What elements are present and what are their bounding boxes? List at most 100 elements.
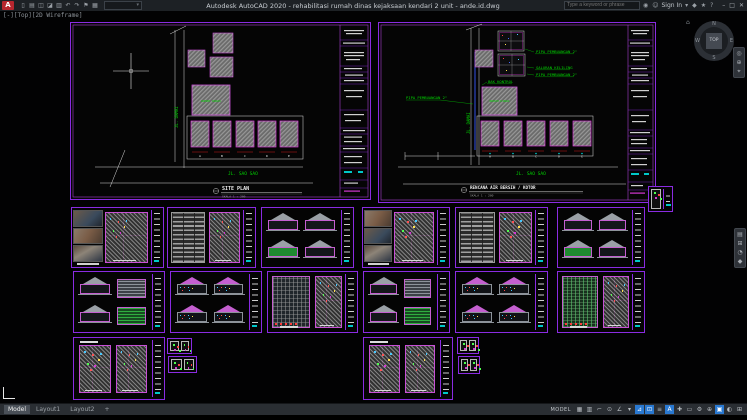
sheet-rencana-atap-unit1[interactable] [267, 271, 358, 333]
undo-button[interactable]: ↶ [65, 2, 71, 9]
app-store-icon[interactable]: ★ [700, 2, 707, 9]
drawing-canvas[interactable]: RUMAH DINAS A B C D E [0, 11, 747, 403]
street-label-vertical: JL. DAMAI [174, 106, 179, 128]
viewcube-top-face[interactable]: TOP [706, 33, 722, 49]
autoscale-toggle[interactable]: ✚ [676, 406, 683, 413]
title-block [627, 25, 653, 200]
object-snap-toggle[interactable]: ⊿ [635, 405, 644, 414]
sheet-detail-kecil[interactable] [457, 337, 479, 354]
units-button[interactable]: ▣ [715, 405, 724, 414]
ortho-toggle[interactable]: ⌐ [596, 406, 603, 413]
compass-north[interactable]: N [712, 21, 716, 27]
tab-model[interactable]: Model [4, 405, 31, 414]
flag-icon[interactable]: ⚑ [83, 2, 89, 9]
sheet-legend[interactable] [648, 186, 673, 212]
svg-text:C: C [244, 154, 246, 158]
annotation-visibility-toggle[interactable]: A [665, 405, 674, 414]
tab-layout1[interactable]: Layout1 [36, 406, 61, 413]
close-button[interactable]: ✕ [738, 2, 744, 9]
orbit-icon[interactable]: ◔ [737, 249, 743, 256]
signin-dropdown-icon[interactable]: ▾ [685, 2, 689, 9]
viewport-controls[interactable]: [-][Top][2D Wireframe] [3, 12, 83, 19]
sheet-denah-ganda-unit1[interactable] [73, 337, 165, 400]
unit-row[interactable]: A B C D E [476, 115, 594, 159]
workspace-dropdown[interactable]: ▾ [104, 1, 142, 10]
clean-screen-button[interactable]: ⊞ [736, 406, 743, 413]
sheet-detail-kecil[interactable] [458, 356, 480, 374]
zoom-icon[interactable]: ⌖ [737, 68, 741, 75]
sign-in-button[interactable]: Sign In [661, 2, 683, 9]
plot-button[interactable]: ▥ [56, 2, 62, 9]
grid-toggle[interactable]: ▦ [576, 406, 583, 413]
annotation-monitor-toggle[interactable]: ⊕ [706, 406, 713, 413]
isometric-drafting-toggle[interactable]: ∠ [616, 406, 623, 413]
sheet-jadwal-denah-unit1[interactable] [167, 207, 256, 268]
layers-icon[interactable]: ▦ [92, 2, 98, 9]
pan-icon[interactable]: ⊕ [736, 59, 742, 66]
snap-mode-toggle[interactable]: ▥ [586, 406, 593, 413]
sheet-dokumentasi-unit2[interactable] [362, 207, 450, 268]
building-label: RUMAH DINAS [201, 99, 221, 103]
sheet-site-plan[interactable]: RUMAH DINAS A B C D E [70, 22, 371, 200]
sheet-tampak-atap-unit2[interactable] [363, 271, 450, 333]
compass-east[interactable]: E [729, 38, 733, 44]
lineweight-toggle[interactable]: ≡ [656, 406, 663, 413]
annotation-scale-button[interactable]: ▭ [686, 406, 693, 413]
unit-row[interactable]: A B C D E [186, 115, 304, 160]
object-snap-tracking-toggle[interactable]: ▾ [627, 406, 631, 413]
title-strip [249, 274, 259, 330]
sheet-dokumentasi-unit1[interactable] [71, 207, 164, 268]
detail-drawing [183, 359, 194, 370]
new-layout-button[interactable]: + [104, 406, 110, 413]
save-button[interactable]: ◫ [38, 2, 44, 9]
help-icon[interactable]: ? [710, 2, 714, 9]
sheet-rencana-atap-unit2[interactable] [557, 271, 645, 333]
roof-shape [82, 277, 107, 284]
title-strip [632, 210, 642, 265]
workspace-switching-button[interactable]: ⚙ [696, 406, 703, 413]
unit-plumbing-plans[interactable] [497, 30, 526, 77]
svg-text:PIPA PEMBUANGAN 2": PIPA PEMBUANGAN 2" [536, 72, 577, 77]
viewcube[interactable]: ⌂ N S W E TOP [686, 19, 734, 61]
autodesk-apps-icon[interactable]: ◆ [692, 2, 697, 9]
sheet-potongan-unit2[interactable] [455, 271, 548, 333]
sheet-detail-kecil[interactable] [167, 338, 192, 354]
sheet-tampak-atap-unit1[interactable] [73, 271, 165, 333]
model-space-indicator[interactable]: MODEL [550, 406, 571, 413]
save-as-button[interactable]: ◪ [47, 2, 53, 9]
sheet-denah-ganda-unit2[interactable] [363, 337, 453, 400]
sheet-potongan-unit1[interactable] [170, 271, 262, 333]
viewcube-home-icon[interactable]: ⌂ [686, 19, 690, 26]
dynamic-input-toggle[interactable]: ⊡ [645, 405, 654, 414]
minimize-button[interactable]: – [722, 2, 726, 9]
compass-west[interactable]: W [695, 38, 700, 44]
detail-drawing [171, 359, 182, 370]
site-buildings[interactable] [474, 49, 518, 116]
steering-wheel-icon[interactable]: ◎ [736, 50, 742, 57]
svg-text:RENCANA AIR BERSIH / KOTOR: RENCANA AIR BERSIH / KOTOR [470, 185, 536, 190]
redo-button[interactable]: ↷ [74, 2, 80, 9]
sheet-set-icon[interactable]: ▤ [737, 231, 743, 238]
site-buildings[interactable] [187, 32, 234, 116]
search-icon[interactable]: ◉ [642, 2, 649, 9]
show-motion-icon[interactable]: ◆ [737, 258, 743, 265]
sheet-rencana-air[interactable]: RUMAH DINAS A [378, 22, 656, 203]
sheet-detail-kecil[interactable] [168, 356, 197, 373]
sheet-tampak-unit2[interactable] [557, 207, 645, 268]
search-input[interactable] [563, 1, 640, 10]
wall-shape [177, 284, 207, 294]
sheet-tampak-unit1[interactable] [261, 207, 354, 268]
polar-tracking-toggle[interactable]: ⊙ [606, 406, 613, 413]
zoom-extents-icon[interactable]: ⊞ [737, 240, 743, 247]
maximize-button[interactable]: □ [729, 2, 735, 9]
autocad-logo-menu[interactable]: A [2, 1, 14, 10]
title-strip [437, 210, 447, 265]
detail-drawing [461, 359, 468, 371]
compass-south[interactable]: S [712, 55, 716, 61]
sheet-jadwal-denah-unit2[interactable] [455, 207, 548, 268]
quick-properties-toggle[interactable]: ◐ [726, 406, 733, 413]
tab-layout2[interactable]: Layout2 [70, 406, 95, 413]
user-icon[interactable]: ☺ [652, 2, 659, 9]
new-button[interactable]: ▯ [21, 2, 25, 9]
open-button[interactable]: ▤ [29, 2, 35, 9]
